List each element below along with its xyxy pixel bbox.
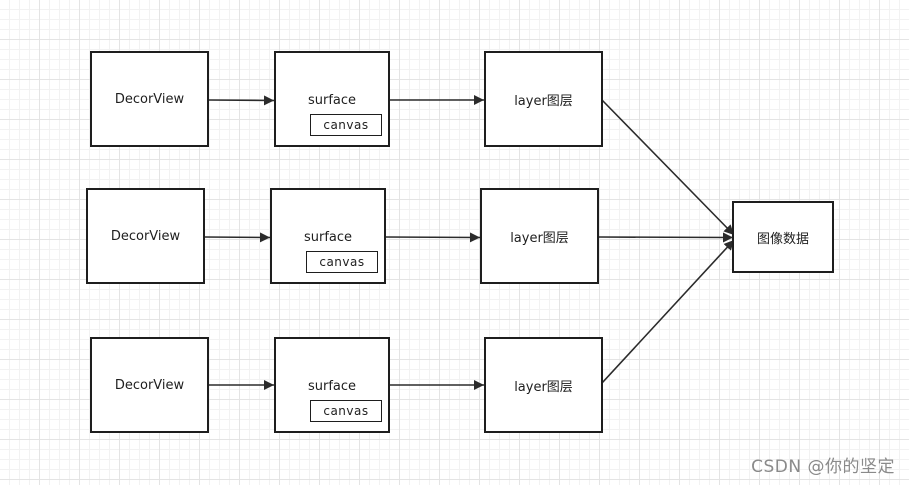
decorview-box-1: DecorView xyxy=(90,51,209,147)
decorview-label: DecorView xyxy=(114,91,185,107)
decorview-box-2: DecorView xyxy=(86,188,205,284)
layer-box-3: layer图层 xyxy=(484,337,603,433)
image-data-box: 图像数据 xyxy=(732,201,834,273)
arrow-surface-to-layer-2 xyxy=(384,232,481,243)
image-data-label: 图像数据 xyxy=(756,231,809,247)
decorview-box-3: DecorView xyxy=(90,337,209,433)
surface-label: surface xyxy=(307,379,357,394)
layer-label: layer图层 xyxy=(514,93,573,109)
surface-box-3: surface canvas xyxy=(274,337,390,433)
surface-label: surface xyxy=(307,93,357,108)
canvas-box: canvas xyxy=(310,114,382,136)
layer-label: layer图层 xyxy=(514,379,573,395)
decorview-label: DecorView xyxy=(114,377,185,393)
canvas-label: canvas xyxy=(323,118,369,132)
arrow-decorview-to-surface-1 xyxy=(207,95,275,106)
layer-box-2: layer图层 xyxy=(480,188,599,284)
canvas-label: canvas xyxy=(323,404,369,418)
surface-box-1: surface canvas xyxy=(274,51,390,147)
layer-label: layer图层 xyxy=(510,230,569,246)
surface-label: surface xyxy=(303,230,353,245)
arrow-layer-to-image-3 xyxy=(601,239,735,384)
arrow-layer-to-image-2 xyxy=(597,232,734,243)
canvas-label: canvas xyxy=(319,255,365,269)
arrow-layer-to-image-1 xyxy=(601,99,735,236)
arrow-decorview-to-surface-2 xyxy=(203,232,271,243)
watermark: CSDN @你的坚定 xyxy=(751,457,895,477)
canvas-box: canvas xyxy=(310,400,382,422)
decorview-label: DecorView xyxy=(110,228,181,244)
layer-box-1: layer图层 xyxy=(484,51,603,147)
surface-box-2: surface canvas xyxy=(270,188,386,284)
canvas-box: canvas xyxy=(306,251,378,273)
